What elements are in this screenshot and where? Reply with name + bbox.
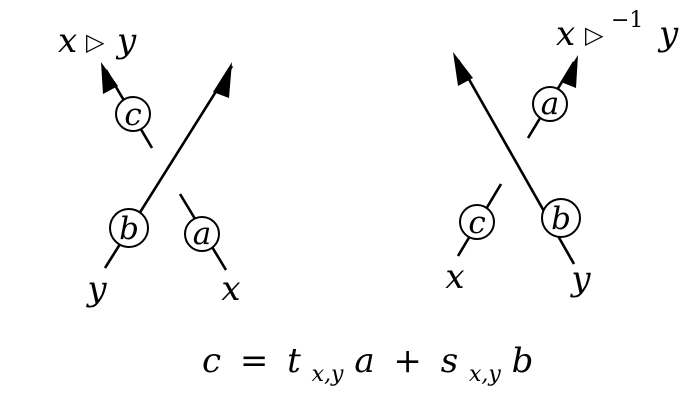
svg-text:y: y <box>115 21 137 61</box>
left-circle-b: b <box>109 208 149 248</box>
svg-text:b: b <box>551 201 571 237</box>
right-top-label: x ▷ −1 y <box>556 8 679 54</box>
right-under-arrowhead <box>561 55 578 88</box>
right-crossing: a c b x ▷ −1 y x y <box>445 8 679 299</box>
left-over-arrowhead <box>213 62 232 98</box>
formula: c = t x,y a + s x,y b <box>202 341 533 390</box>
right-circle-a: a <box>532 86 568 122</box>
svg-text:−1: −1 <box>611 8 643 33</box>
left-bottom-label-y: y <box>85 269 107 309</box>
svg-text:x: x <box>556 14 575 54</box>
right-over-arrowhead <box>453 52 473 86</box>
right-circle-b: b <box>541 198 581 238</box>
left-crossing: c b a x ▷ y y x <box>58 21 241 309</box>
svg-text:c: c <box>124 97 141 133</box>
svg-text:x: x <box>58 21 77 61</box>
left-bottom-label-x: x <box>221 269 240 309</box>
svg-text:▷: ▷ <box>86 28 105 56</box>
right-bottom-label-y: y <box>569 259 591 299</box>
svg-text:▷: ▷ <box>585 21 604 49</box>
left-circle-c: c <box>115 96 151 133</box>
svg-text:c = t x,y: c = t x,y a + s x,y b <box>202 341 533 390</box>
left-top-label: x ▷ y <box>58 21 137 61</box>
svg-text:y: y <box>657 14 679 54</box>
svg-text:a: a <box>541 86 559 122</box>
svg-text:c: c <box>468 205 485 241</box>
svg-text:a: a <box>193 216 211 252</box>
right-bottom-label-x: x <box>445 257 464 297</box>
svg-text:b: b <box>119 211 139 247</box>
right-circle-c: c <box>459 204 495 241</box>
left-circle-a: a <box>184 216 220 252</box>
left-under-arrowhead <box>101 62 118 94</box>
